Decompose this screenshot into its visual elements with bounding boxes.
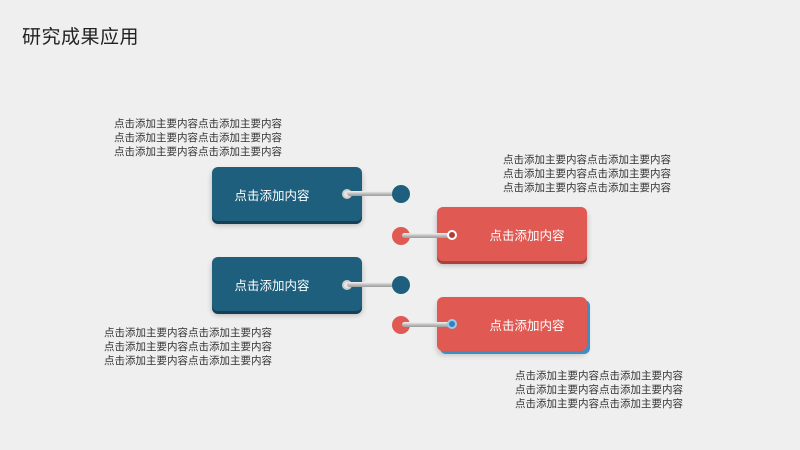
bead-blue — [392, 276, 410, 294]
slide-title[interactable]: 研究成果应用 — [22, 26, 140, 48]
bead-blue — [392, 185, 410, 203]
bead-red — [392, 316, 410, 334]
description-line: 点击添加主要内容点击添加主要内容 — [503, 182, 671, 194]
tag-hole — [447, 230, 457, 240]
tag-string — [347, 282, 401, 287]
tag-label: 点击添加内容 — [489, 317, 565, 333]
description-line: 点击添加主要内容点击添加主要内容 — [104, 327, 272, 339]
tag-4[interactable]: 点击添加内容 — [437, 297, 587, 351]
description-line: 点击添加主要内容点击添加主要内容 — [114, 118, 282, 130]
description-block-2[interactable]: 点击添加主要内容点击添加主要内容 点击添加主要内容点击添加主要内容 点击添加主要… — [503, 153, 671, 195]
description-line: 点击添加主要内容点击添加主要内容 — [515, 384, 683, 396]
tag-string — [402, 233, 452, 238]
description-line: 点击添加主要内容点击添加主要内容 — [515, 370, 683, 382]
description-line: 点击添加主要内容点击添加主要内容 — [114, 146, 282, 158]
description-line: 点击添加主要内容点击添加主要内容 — [114, 132, 282, 144]
tag-3[interactable]: 点击添加内容 — [212, 257, 362, 311]
tag-string — [347, 191, 401, 196]
description-block-3[interactable]: 点击添加主要内容点击添加主要内容 点击添加主要内容点击添加主要内容 点击添加主要… — [104, 326, 272, 368]
description-block-1[interactable]: 点击添加主要内容点击添加主要内容 点击添加主要内容点击添加主要内容 点击添加主要… — [114, 117, 282, 159]
tag-string — [402, 322, 452, 327]
bead-red — [392, 227, 410, 245]
description-line: 点击添加主要内容点击添加主要内容 — [503, 154, 671, 166]
description-line: 点击添加主要内容点击添加主要内容 — [104, 341, 272, 353]
description-line: 点击添加主要内容点击添加主要内容 — [503, 168, 671, 180]
tag-hole — [447, 319, 457, 329]
tag-label: 点击添加内容 — [234, 187, 310, 203]
tag-1[interactable]: 点击添加内容 — [212, 167, 362, 221]
description-line: 点击添加主要内容点击添加主要内容 — [515, 398, 683, 410]
tag-label: 点击添加内容 — [234, 277, 310, 293]
description-block-4[interactable]: 点击添加主要内容点击添加主要内容 点击添加主要内容点击添加主要内容 点击添加主要… — [515, 369, 683, 411]
description-line: 点击添加主要内容点击添加主要内容 — [104, 355, 272, 367]
tag-2[interactable]: 点击添加内容 — [437, 207, 587, 261]
tag-label: 点击添加内容 — [489, 227, 565, 243]
